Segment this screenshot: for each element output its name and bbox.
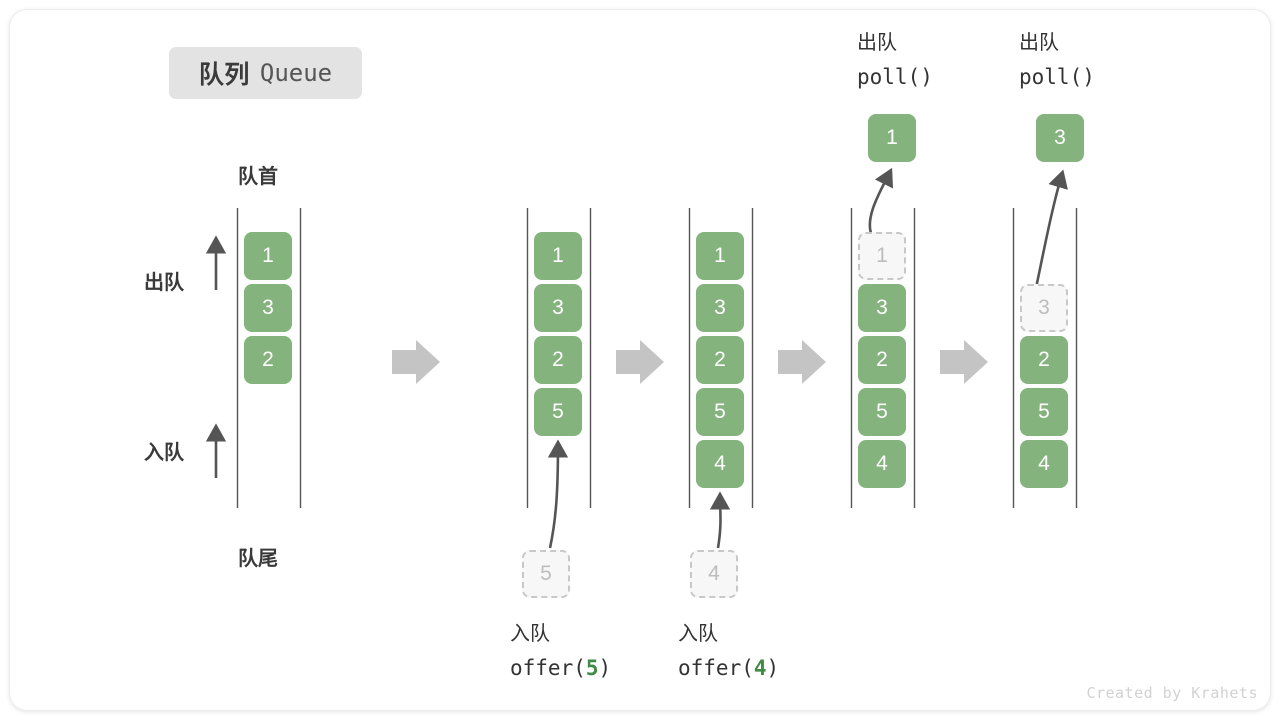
header-code: poll() bbox=[857, 65, 933, 89]
footer-credit: Created by Krahets bbox=[1086, 684, 1258, 702]
queue-cell: 2 bbox=[696, 336, 744, 384]
caption-code: offer(5) bbox=[510, 651, 611, 685]
caption-code-num: 4 bbox=[753, 656, 767, 680]
queue-cell: 3 bbox=[858, 284, 906, 332]
queue-cell: 2 bbox=[1020, 336, 1068, 384]
queue-cell: 3 bbox=[534, 284, 582, 332]
queue-cell: 5 bbox=[696, 388, 744, 436]
diagram-title-badge: 队列 Queue bbox=[169, 47, 362, 99]
queue-cell: 3 bbox=[696, 284, 744, 332]
queue-cell: 4 bbox=[696, 440, 744, 488]
queue-cell: 2 bbox=[244, 336, 292, 384]
caption-cn: 入队 bbox=[510, 623, 550, 645]
queue-cell: 5 bbox=[534, 388, 582, 436]
caption-code: offer(4) bbox=[678, 651, 779, 685]
queue-cell: 1 bbox=[244, 232, 292, 280]
queue-cell: 2 bbox=[534, 336, 582, 384]
caption-code-prefix: offer( bbox=[510, 656, 586, 680]
polled-element: 3 bbox=[1036, 114, 1084, 162]
caption-cn: 入队 bbox=[678, 623, 718, 645]
caption-code-num: 5 bbox=[585, 656, 599, 680]
caption-code-suffix: ) bbox=[766, 656, 780, 680]
caption-code-prefix: offer( bbox=[678, 656, 754, 680]
queue-cell: 1 bbox=[858, 232, 906, 280]
label-enqueue-side: 入队 bbox=[144, 442, 184, 464]
header-code: poll() bbox=[1019, 65, 1095, 89]
caption-offer-4: 入队 offer(4) bbox=[678, 617, 779, 685]
caption-offer-5: 入队 offer(5) bbox=[510, 617, 611, 685]
title-cn: 队列 bbox=[198, 61, 250, 89]
label-dequeue-side: 出队 bbox=[144, 272, 184, 294]
queue-cell: 1 bbox=[696, 232, 744, 280]
caption-code-suffix: ) bbox=[598, 656, 612, 680]
incoming-element: 5 bbox=[522, 550, 570, 598]
queue-cell: 3 bbox=[1020, 284, 1068, 332]
queue-cell: 2 bbox=[858, 336, 906, 384]
header-poll-1: 出队 poll() bbox=[857, 26, 933, 94]
queue-cell: 1 bbox=[534, 232, 582, 280]
header-cn: 出队 bbox=[857, 32, 897, 54]
queue-cell: 5 bbox=[858, 388, 906, 436]
queue-cell: 4 bbox=[858, 440, 906, 488]
queue-cell: 4 bbox=[1020, 440, 1068, 488]
title-en: Queue bbox=[259, 59, 333, 87]
diagram-card bbox=[9, 9, 1271, 711]
header-poll-3: 出队 poll() bbox=[1019, 26, 1095, 94]
polled-element: 1 bbox=[868, 114, 916, 162]
label-rear: 队尾 bbox=[238, 548, 278, 570]
label-front: 队首 bbox=[238, 166, 278, 188]
queue-cell: 3 bbox=[244, 284, 292, 332]
incoming-element: 4 bbox=[690, 550, 738, 598]
queue-cell: 5 bbox=[1020, 388, 1068, 436]
header-cn: 出队 bbox=[1019, 32, 1059, 54]
